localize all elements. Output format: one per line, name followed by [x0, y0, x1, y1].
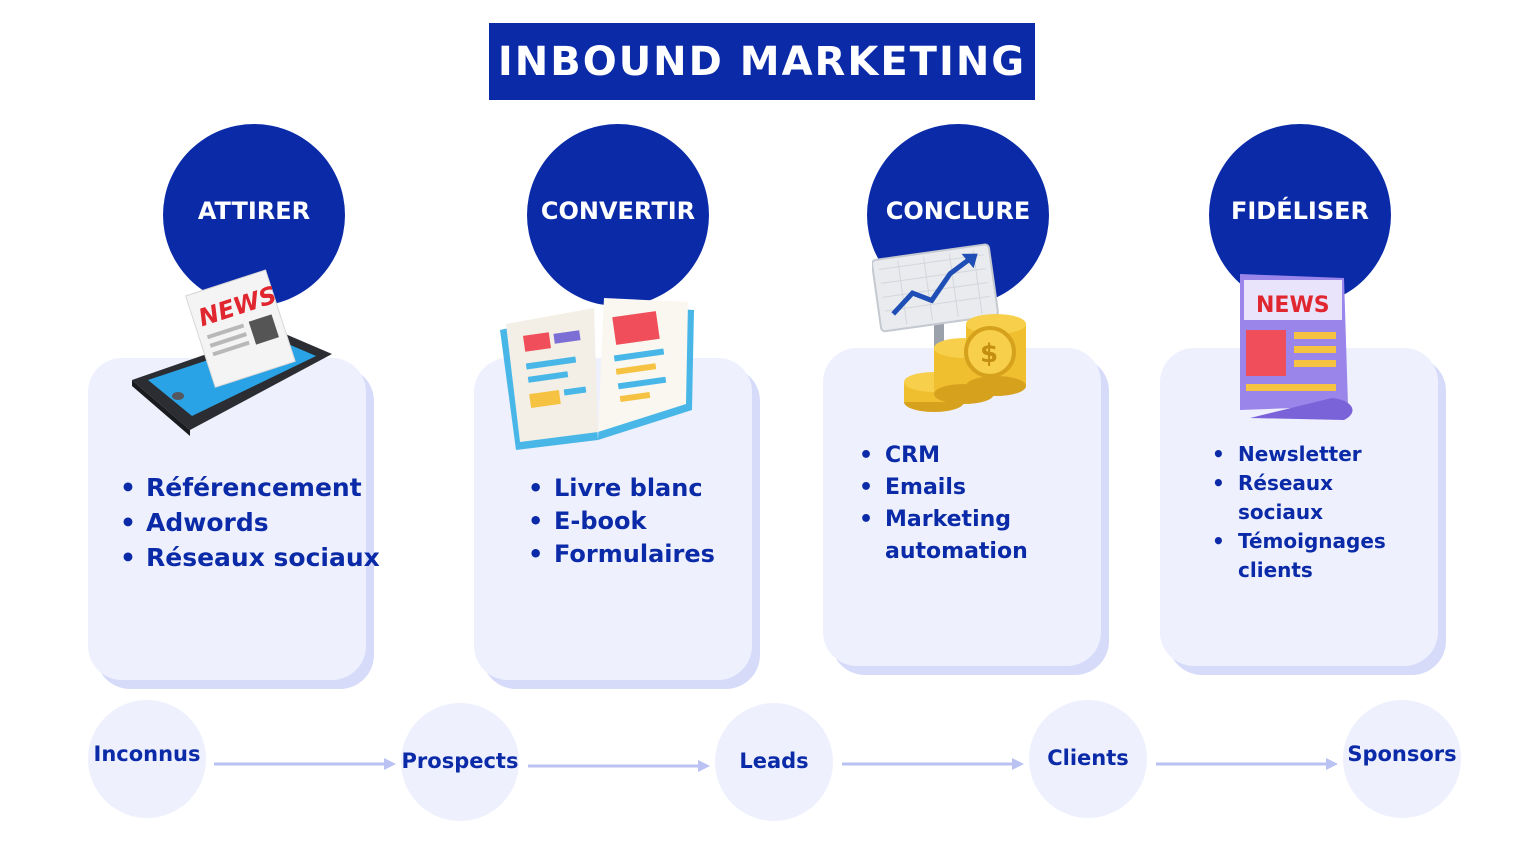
list-item: Emails: [859, 472, 1049, 504]
stage-circle-prospects: [401, 703, 519, 821]
arrow-4-icon: [1156, 758, 1338, 770]
stage-circle-clients: [1029, 700, 1147, 818]
stage-circle-sponsors: [1343, 700, 1461, 818]
stage-label-prospects: Prospects: [401, 749, 519, 773]
step-circle-fideliser: FIDÉLISER: [1209, 124, 1391, 306]
list-item: Formulaires: [528, 538, 715, 571]
coin-symbol: $: [980, 339, 998, 369]
stage-circle-inconnus: [88, 700, 206, 818]
arrow-2-icon: [528, 760, 710, 772]
step-label-convertir: CONVERTIR: [540, 197, 696, 225]
list-item: Livre blanc: [528, 472, 715, 505]
step-items-fideliser: Newsletter Réseaux sociaux Témoignages c…: [1212, 440, 1386, 585]
title-banner: INBOUND MARKETING: [489, 23, 1035, 100]
news-phone-icon: NEWS: [132, 269, 332, 436]
newspaper-icon: NEWS: [1240, 274, 1353, 420]
list-item: CRM: [859, 440, 1049, 472]
step-items-attirer: Référencement Adwords Réseaux sociaux: [120, 470, 380, 575]
stage-circle-leads: [715, 703, 833, 821]
step-label-fideliser: FIDÉLISER: [1230, 197, 1370, 225]
step-circle-convertir: CONVERTIR: [527, 124, 709, 306]
list-item: Réseaux sociaux: [120, 540, 380, 575]
list-item: Réseaux sociaux: [1212, 469, 1382, 527]
list-item: Référencement: [120, 470, 380, 505]
list-item: Marketing automation: [859, 504, 1049, 568]
newspaper-text: NEWS: [1256, 293, 1330, 318]
chart-coins-icon: $: [872, 243, 1026, 412]
stage-label-clients: Clients: [1047, 746, 1129, 770]
list-item: Témoignages clients: [1212, 527, 1386, 585]
list-item: Newsletter: [1212, 440, 1382, 469]
list-item: E-book: [528, 505, 715, 538]
step-items-conclure: CRM Emails Marketing automation: [859, 440, 1049, 568]
arrow-3-icon: [842, 758, 1024, 770]
arrow-1-icon: [214, 758, 396, 770]
stage-label-inconnus: Inconnus: [93, 742, 201, 766]
list-item: Adwords: [120, 505, 380, 540]
step-label-attirer: ATTIRER: [197, 197, 311, 225]
page-title: INBOUND MARKETING: [497, 38, 1027, 85]
open-book-icon: [500, 298, 694, 450]
step-items-convertir: Livre blanc E-book Formulaires: [528, 472, 715, 571]
stage-label-sponsors: Sponsors: [1347, 742, 1457, 766]
stage-label-leads: Leads: [739, 749, 809, 773]
step-label-conclure: CONCLURE: [885, 197, 1031, 225]
